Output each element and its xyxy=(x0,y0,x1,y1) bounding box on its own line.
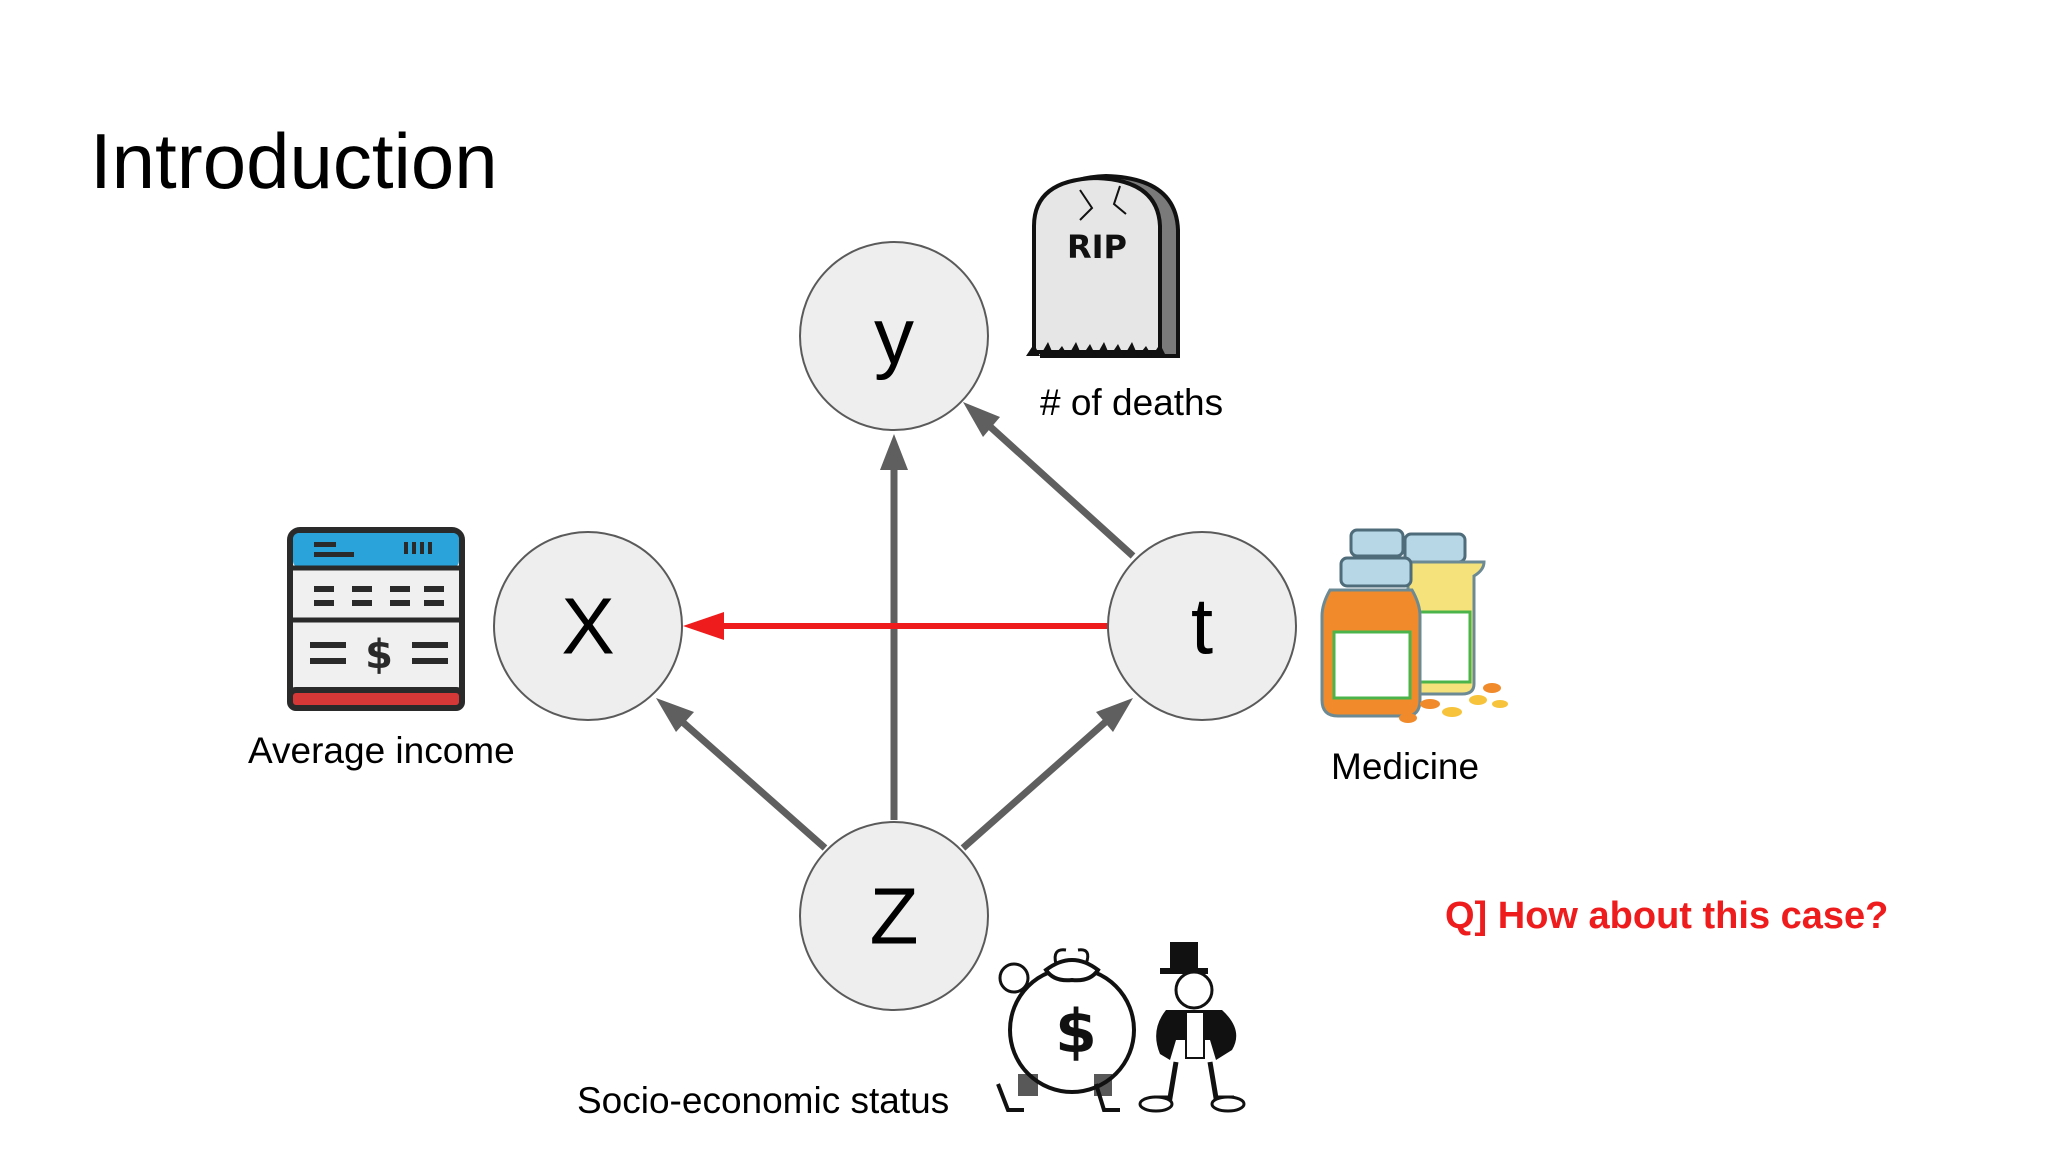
tycoon-figure-icon xyxy=(1138,942,1246,1113)
node-x: X xyxy=(493,531,683,721)
edge-z-to-t xyxy=(960,698,1133,851)
tombstone-icon: RIP xyxy=(1026,173,1180,358)
calculator-dollar-sign: $ xyxy=(365,632,393,678)
money-bag-dollar: $ xyxy=(1055,997,1097,1067)
medicine-bottles-icon xyxy=(1320,528,1508,723)
edge-t-to-y xyxy=(963,402,1136,559)
node-t-caption: Medicine xyxy=(1331,746,1480,787)
node-z-letter: Z xyxy=(870,872,919,961)
node-x-letter: X xyxy=(561,582,614,671)
node-z-caption: Socio-economic status xyxy=(577,1080,950,1121)
edge-z-to-y xyxy=(880,434,908,820)
node-y-caption: # of deaths xyxy=(1040,382,1224,423)
node-z: Z xyxy=(799,821,989,1011)
tombstone-text: RIP xyxy=(1067,228,1127,266)
node-x-caption: Average income xyxy=(248,730,515,771)
edge-z-to-x xyxy=(656,698,828,851)
edge-t-to-x xyxy=(683,612,1110,640)
node-y: y xyxy=(799,241,989,431)
money-bag-icon: $ xyxy=(996,948,1136,1112)
calculator-icon: $ xyxy=(287,527,465,711)
question-text: Q] How about this case? xyxy=(1445,895,1889,937)
node-t: t xyxy=(1107,531,1297,721)
slide-title: Introduction xyxy=(90,117,498,205)
node-t-letter: t xyxy=(1191,582,1213,671)
node-y-letter: y xyxy=(874,292,914,381)
